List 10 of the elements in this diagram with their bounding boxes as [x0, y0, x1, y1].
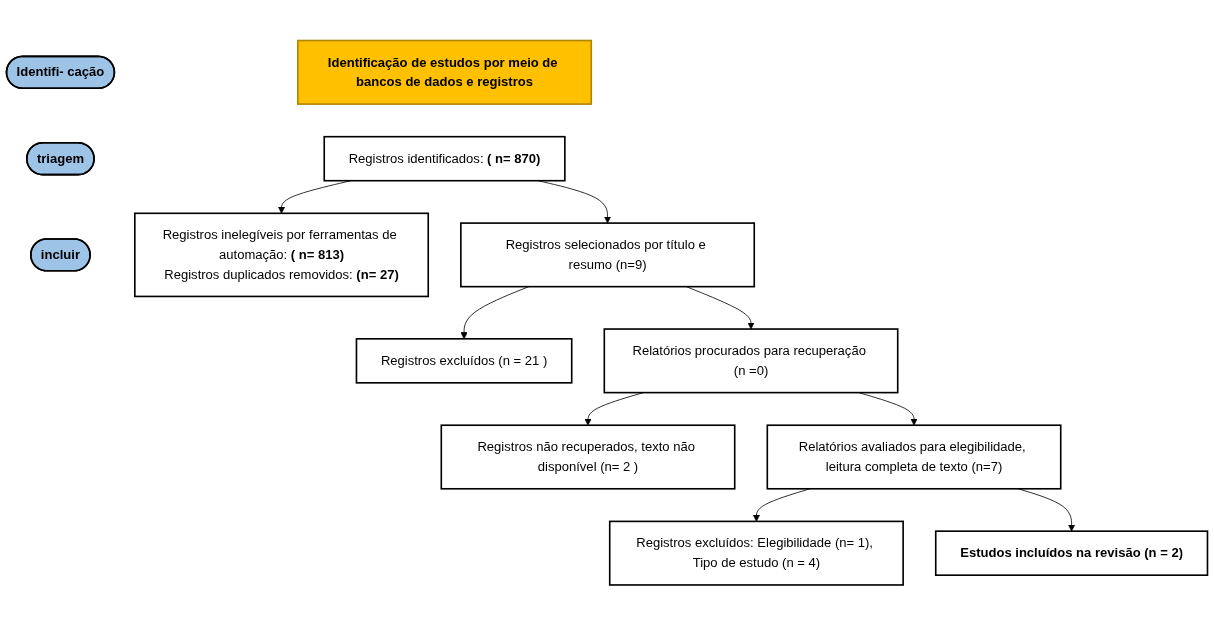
node-box: Relatórios procurados para recuperação (n =0) — [603, 327, 899, 394]
node-box: Registros identificados: ( n= 870) — [323, 135, 566, 182]
node-box: Registros inelegíveis por ferramentas de automação: ( n= 813) Registros duplicados removidos: (n= 27) — [134, 212, 430, 297]
node-box: Registros selecionados por título e resumo (n=9) — [460, 222, 756, 288]
node-box: Relatórios avaliados para elegibilidade, leitura completa de texto (n=7) — [766, 424, 1062, 490]
node-box: Estudos incluídos na revisão (n = 2) — [934, 530, 1209, 576]
node-box: Registros não recuperados, texto não disponível (n= 2 ) — [440, 424, 736, 490]
node-box: Registros excluídos: Elegibilidade (n= 1), Tipo de estudo (n = 4) — [608, 520, 904, 586]
node-box: Identificação de estudos por meio de bancos de dados e registros — [297, 39, 593, 105]
node-box: Registros excluídos (n = 21 ) — [355, 337, 573, 384]
